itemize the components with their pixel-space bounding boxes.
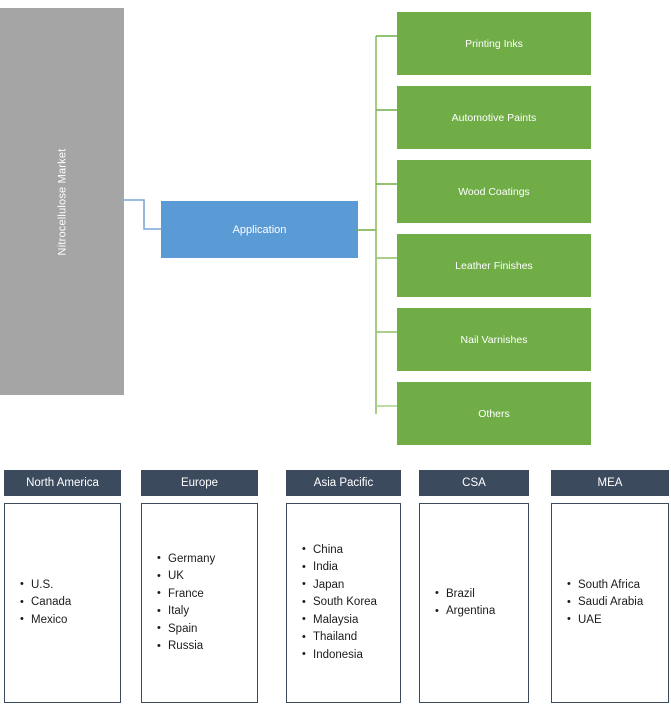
- leaf-node-printing-inks: Printing Inks: [397, 12, 591, 75]
- list-item: Thailand: [302, 629, 400, 647]
- root-node-label: Nitrocellulose Market: [56, 148, 68, 255]
- node-application-label: Application: [232, 223, 287, 236]
- list-item: South Korea: [302, 594, 400, 612]
- leaf-node-wood-coatings: Wood Coatings: [397, 160, 591, 223]
- region-country-list-container: South Africa Saudi Arabia UAE: [551, 503, 669, 703]
- region-header: Europe: [141, 470, 258, 496]
- leaf-node-label: Leather Finishes: [455, 259, 533, 272]
- list-item: Malaysia: [302, 611, 400, 630]
- region-header: MEA: [551, 470, 669, 496]
- list-item: France: [157, 585, 257, 604]
- leaf-node-others: Others: [397, 382, 591, 445]
- list-item: Italy: [157, 603, 257, 621]
- region-column-europe: Europe Germany UK France Italy Spain Rus…: [141, 470, 258, 703]
- list-item: Germany: [157, 550, 257, 569]
- list-item: South Africa: [567, 576, 668, 595]
- list-item: Spain: [157, 620, 257, 639]
- list-item: Saudi Arabia: [567, 594, 668, 612]
- list-item: Canada: [20, 594, 120, 612]
- node-application: Application: [161, 201, 358, 258]
- region-column-mea: MEA South Africa Saudi Arabia UAE: [551, 470, 669, 703]
- region-column-asia-pacific: Asia Pacific China India Japan South Kor…: [286, 470, 401, 703]
- leaf-node-nail-varnishes: Nail Varnishes: [397, 308, 591, 371]
- region-header: Asia Pacific: [286, 470, 401, 496]
- connector-application-tree: [356, 35, 400, 414]
- list-item: India: [302, 559, 400, 577]
- connector-root-to-application: [124, 199, 164, 230]
- list-item: Brazil: [435, 585, 528, 604]
- list-item: Mexico: [20, 611, 120, 630]
- list-item: U.S.: [20, 576, 120, 595]
- region-country-list: Germany UK France Italy Spain Russia: [142, 550, 257, 656]
- leaf-node-automotive-paints: Automotive Paints: [397, 86, 591, 149]
- region-header: CSA: [419, 470, 529, 496]
- list-item: Japan: [302, 576, 400, 595]
- leaf-node-label: Others: [478, 407, 510, 420]
- list-item: China: [302, 541, 400, 560]
- region-country-list-container: China India Japan South Korea Malaysia T…: [286, 503, 401, 703]
- leaf-node-leather-finishes: Leather Finishes: [397, 234, 591, 297]
- regions-section: North America U.S. Canada Mexico Europe …: [0, 470, 671, 713]
- root-node-nitrocellulose-market: Nitrocellulose Market: [0, 8, 124, 395]
- list-item: UK: [157, 568, 257, 586]
- region-header: North America: [4, 470, 121, 496]
- list-item: Argentina: [435, 603, 528, 621]
- leaf-node-label: Automotive Paints: [451, 111, 537, 124]
- region-country-list: South Africa Saudi Arabia UAE: [552, 576, 668, 630]
- leaf-node-label: Printing Inks: [465, 37, 523, 50]
- region-country-list-container: Germany UK France Italy Spain Russia: [141, 503, 258, 703]
- list-item: Indonesia: [302, 646, 400, 665]
- region-country-list-container: Brazil Argentina: [419, 503, 529, 703]
- list-item: Russia: [157, 638, 257, 656]
- region-column-north-america: North America U.S. Canada Mexico: [4, 470, 121, 703]
- region-country-list: U.S. Canada Mexico: [5, 576, 120, 630]
- list-item: UAE: [567, 611, 668, 630]
- region-country-list: Brazil Argentina: [420, 585, 528, 621]
- region-column-csa: CSA Brazil Argentina: [419, 470, 529, 703]
- leaf-node-label: Nail Varnishes: [460, 333, 528, 346]
- region-country-list: China India Japan South Korea Malaysia T…: [287, 541, 400, 665]
- region-country-list-container: U.S. Canada Mexico: [4, 503, 121, 703]
- leaf-node-label: Wood Coatings: [458, 185, 530, 198]
